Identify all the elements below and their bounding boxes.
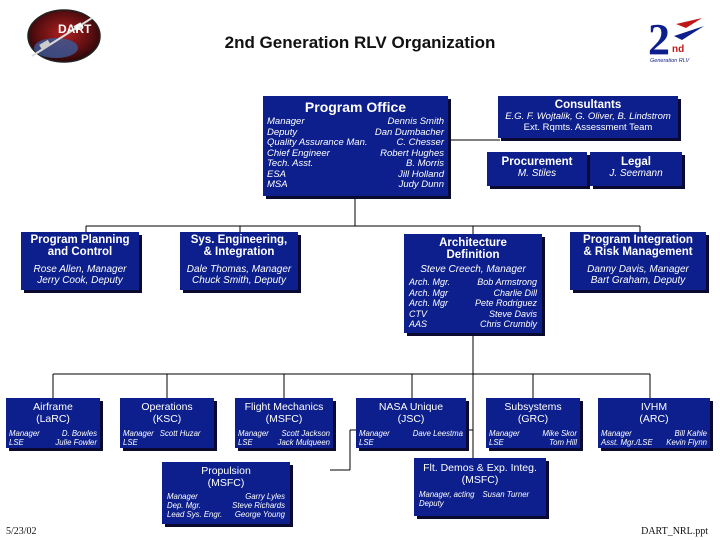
procurement-name: M. Stiles bbox=[517, 168, 557, 179]
airframe-title: Airframe (LaRC) bbox=[33, 401, 73, 425]
propulsion-row: Dep. Mgr.Steve Richards bbox=[167, 501, 285, 510]
legal-title: Legal bbox=[620, 156, 652, 168]
rlv-2nd-gen-logo-icon: 2 bbox=[648, 15, 704, 64]
nasa-unique-title: NASA Unique (JSC) bbox=[378, 401, 444, 425]
flt-demos-row: Deputy bbox=[419, 499, 444, 508]
program-integration-deputy: Bart Graham, Deputy bbox=[590, 275, 686, 286]
page-title: 2nd Generation RLV Organization bbox=[224, 33, 496, 52]
program-office-title: Program Office bbox=[304, 99, 407, 115]
program-integration-box: Program Integration & Risk Management Da… bbox=[570, 232, 706, 290]
program-office-row: Tech. Asst.B. Morris bbox=[267, 158, 444, 169]
procurement-title: Procurement bbox=[501, 156, 573, 168]
sys-engineering-deputy: Chuck Smith, Deputy bbox=[192, 275, 286, 286]
flt-demos-title: Flt. Demos & Exp. Integ. (MSFC) bbox=[423, 462, 537, 486]
subsystems-title: Subsystems (GRC) bbox=[504, 401, 562, 425]
program-office-row: Quality Assurance Man.C. Chesser bbox=[267, 137, 444, 148]
propulsion-title: Propulsion (MSFC) bbox=[201, 465, 251, 489]
flight-mechanics-title: Flight Mechanics (MSFC) bbox=[244, 401, 324, 425]
architecture-definition-title: Architecture Definition bbox=[439, 237, 507, 261]
sys-engineering-manager: Dale Thomas, Manager bbox=[186, 264, 292, 275]
program-planning-title: Program Planning and Control bbox=[30, 234, 130, 258]
legal-name: J. Seemann bbox=[609, 168, 663, 179]
propulsion-row: Lead Sys. Engr.George Young bbox=[167, 510, 285, 519]
architecture-row: Arch. Mgr.Bob Armstrong bbox=[409, 277, 537, 287]
program-planning-manager: Rose Allen, Manager bbox=[33, 264, 127, 275]
procurement-box: Procurement M. Stiles bbox=[487, 152, 587, 186]
consultants-names: E.G. F. Wojtalik, G. Oliver, B. Lindstro… bbox=[505, 111, 671, 122]
consultants-team: Ext. Rqmts. Assessment Team bbox=[523, 122, 653, 133]
sys-engineering-title: Sys. Engineering, & Integration bbox=[190, 234, 288, 258]
ivhm-title: IVHM (ARC) bbox=[639, 401, 669, 425]
program-integration-title: Program Integration & Risk Management bbox=[583, 234, 693, 258]
operations-title: Operations (KSC) bbox=[141, 401, 193, 425]
consultants-title: Consultants bbox=[554, 99, 622, 111]
architecture-definition-box: Architecture Definition Steve Creech, Ma… bbox=[404, 234, 542, 333]
rlv-logo-caption: Generation RLV bbox=[650, 58, 690, 64]
operations-row: LSE bbox=[123, 438, 138, 447]
dart-logo-text: DART bbox=[58, 22, 92, 36]
program-planning-deputy: Jerry Cook, Deputy bbox=[37, 275, 123, 286]
consultants-box: Consultants E.G. F. Wojtalik, G. Oliver,… bbox=[498, 96, 678, 138]
dart-logo-icon bbox=[27, 9, 101, 63]
program-planning-box: Program Planning and Control Rose Allen,… bbox=[21, 232, 139, 290]
sys-engineering-box: Sys. Engineering, & Integration Dale Tho… bbox=[180, 232, 298, 290]
program-integration-manager: Danny Davis, Manager bbox=[587, 264, 689, 275]
dart-logo: DART bbox=[22, 6, 104, 66]
architecture-definition-manager: Steve Creech, Manager bbox=[420, 264, 526, 275]
svg-text:2: 2 bbox=[648, 15, 670, 64]
nasa-unique-row: LSE bbox=[359, 438, 374, 447]
flt-demos-box: Flt. Demos & Exp. Integ. (MSFC) Manager,… bbox=[414, 458, 546, 516]
footer-date: 5/23/02 bbox=[6, 526, 37, 537]
rlv-logo-nd: nd bbox=[672, 44, 685, 55]
legal-box: Legal J. Seemann bbox=[590, 152, 682, 186]
rlv-logo: 2 nd Generation RLV bbox=[646, 14, 708, 66]
footer-filename: DART_NRL.ppt bbox=[641, 526, 708, 537]
